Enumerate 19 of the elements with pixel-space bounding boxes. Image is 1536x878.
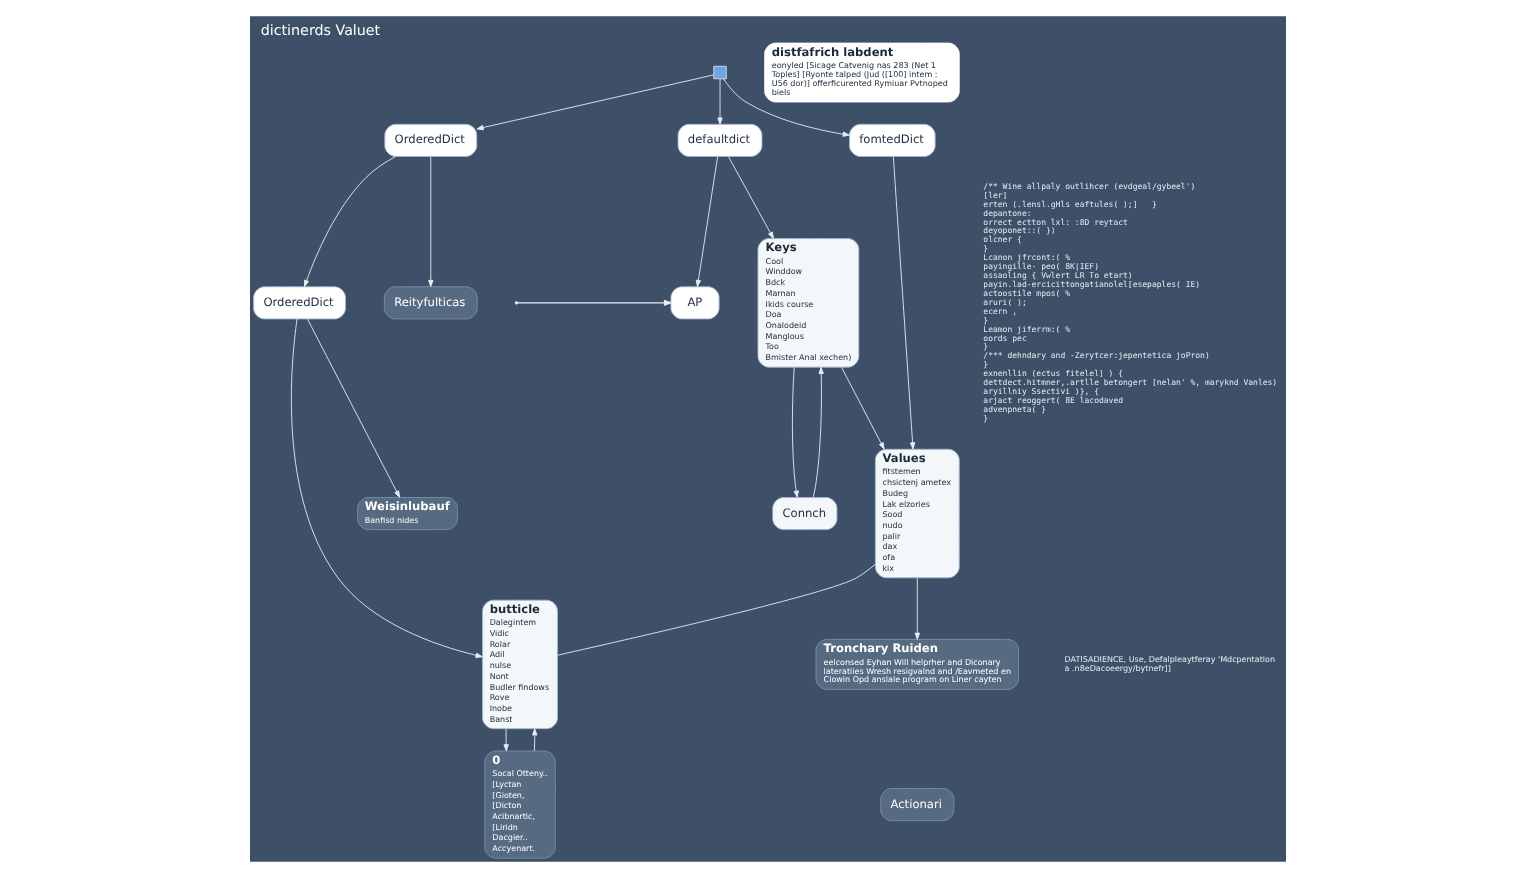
arrow xyxy=(304,156,396,288)
arrow xyxy=(503,728,509,752)
arrow xyxy=(892,156,916,450)
connector xyxy=(557,563,876,656)
arrow xyxy=(291,318,483,658)
arrow xyxy=(841,366,885,450)
arrow xyxy=(517,299,673,306)
arrow xyxy=(791,366,799,498)
arrow xyxy=(812,366,824,498)
arrow xyxy=(728,156,774,239)
arrow xyxy=(307,318,401,498)
arrow xyxy=(723,78,850,137)
arrow xyxy=(717,78,723,125)
arrow xyxy=(532,728,538,752)
arrow xyxy=(476,74,715,131)
arrow xyxy=(428,156,434,288)
arrow xyxy=(695,156,719,288)
arrow xyxy=(914,577,920,640)
node-box xyxy=(713,65,727,80)
